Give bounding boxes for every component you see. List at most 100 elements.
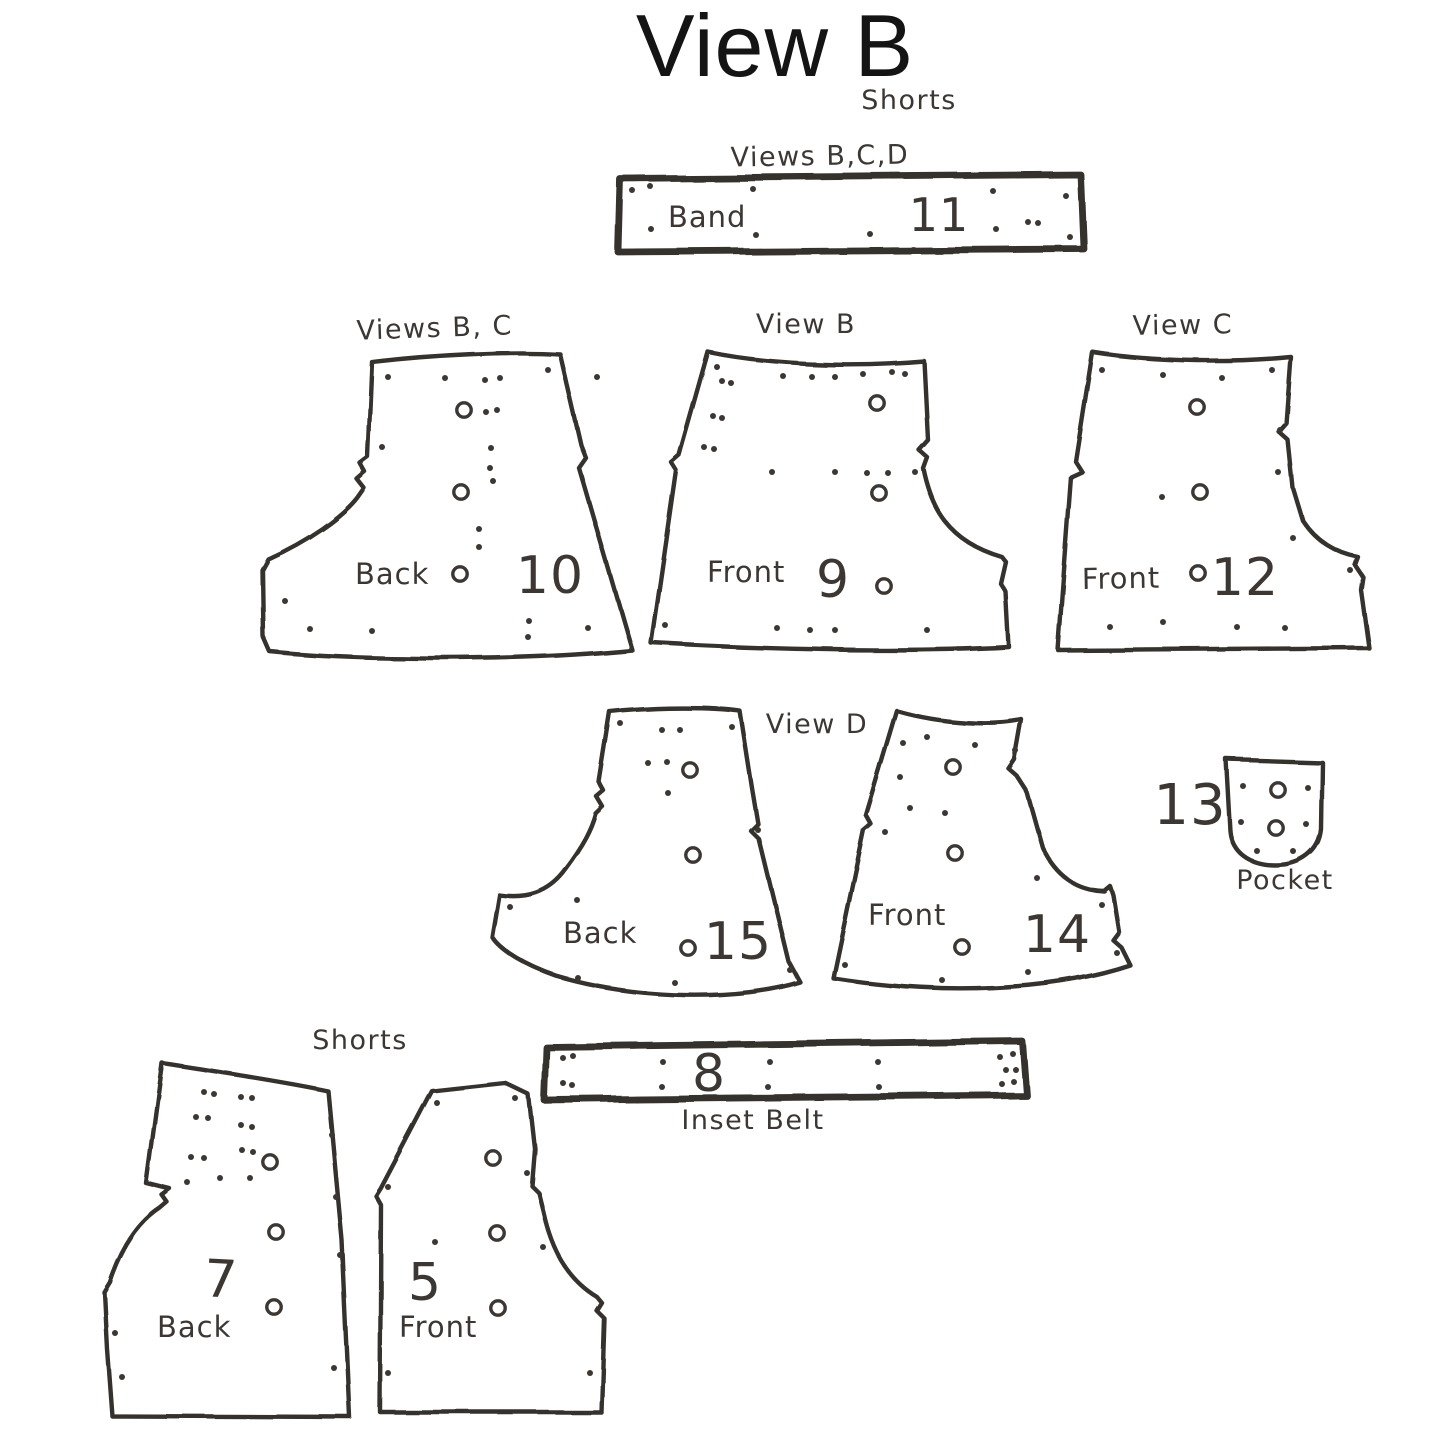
perforation-dot: [755, 827, 761, 833]
perforation-ring: [944, 758, 962, 776]
perforation-dot: [617, 720, 623, 726]
piece-band-11-outline: [614, 171, 1088, 256]
perforation-dot: [337, 1252, 343, 1258]
group-label-views-bcd: Views B,C,D: [730, 139, 909, 173]
perforation-dot: [1035, 220, 1041, 226]
perforation-dot: [647, 183, 653, 189]
perforation-dot: [112, 1330, 118, 1336]
piece-back-7-number: 7: [202, 1249, 239, 1311]
perforation-dot: [211, 1091, 217, 1097]
perforation-dot: [282, 598, 288, 604]
perforation-dot: [1114, 950, 1120, 956]
piece-band-11-label: Band: [668, 200, 746, 234]
perforation-dot: [807, 627, 813, 633]
perforation-dot: [201, 1155, 207, 1161]
perforation-dot: [750, 186, 756, 192]
perforation-dot: [867, 231, 873, 237]
perforation-dot: [1282, 625, 1288, 631]
perforation-ring: [484, 1149, 502, 1167]
perforation-dot: [476, 544, 482, 550]
perforation-dot: [1099, 367, 1105, 373]
piece-front-9-label: Front: [707, 555, 785, 589]
piece-front-14-perforations: [842, 734, 1120, 983]
perforation-dot: [594, 374, 600, 380]
perforation-dot: [832, 627, 838, 633]
perforation-dot: [432, 1239, 438, 1245]
piece-belt-8-label: Inset Belt: [681, 1105, 824, 1136]
perforation-dot: [902, 371, 908, 377]
perforation-dot: [494, 407, 500, 413]
piece-front-5-label: Front: [399, 1310, 477, 1344]
perforation-dot: [711, 446, 717, 452]
perforation-dot: [1234, 624, 1240, 630]
perforation-ring: [875, 577, 893, 595]
shorts-heading: Shorts: [861, 85, 957, 116]
piece-front-14-number: 14: [1023, 905, 1091, 965]
perforation-dot: [184, 1179, 190, 1185]
perforation-dot: [832, 469, 838, 475]
perforation-dot: [238, 1094, 244, 1100]
perforation-dot: [728, 380, 734, 386]
piece-back-10-label: Back: [355, 557, 429, 591]
perforation-ring: [488, 1224, 506, 1242]
perforation-dot: [664, 759, 670, 765]
perforation-dot: [442, 375, 448, 381]
perforation-ring: [489, 1299, 507, 1317]
perforation-dot: [672, 980, 678, 986]
perforation-dot: [912, 469, 918, 475]
perforation-dot: [512, 1095, 518, 1101]
perforation-dot: [1010, 1051, 1016, 1057]
piece-back-15-perforations: [507, 720, 793, 986]
perforation-dot: [524, 1170, 530, 1176]
piece-back-15-label: Back: [563, 916, 637, 950]
perforation-dot: [876, 1084, 882, 1090]
perforation-dot: [574, 897, 580, 903]
piece-front-9-outline: [648, 349, 1012, 653]
perforation-dot: [1067, 234, 1073, 240]
perforation-dot: [860, 371, 866, 377]
perforation-dot: [767, 1059, 773, 1065]
perforation-dot: [665, 790, 671, 796]
perforation-dot: [662, 622, 668, 628]
perforation-dot: [379, 444, 385, 450]
perforation-dot: [660, 1059, 666, 1065]
piece-front-12-outline: [1055, 349, 1372, 653]
perforation-dot: [569, 1082, 575, 1088]
perforation-dot: [889, 369, 895, 375]
perforation-dot: [942, 810, 948, 816]
piece-front-12-label: Front: [1082, 561, 1161, 596]
perforation-dot: [1107, 624, 1113, 630]
perforation-dot: [249, 1124, 255, 1130]
perforation-dot: [385, 374, 391, 380]
perforation-dot: [659, 727, 665, 733]
perforation-dot: [882, 829, 888, 835]
perforation-ring: [452, 483, 470, 501]
perforation-dot: [993, 226, 999, 232]
perforation-dot: [249, 1095, 255, 1101]
perforation-dot: [1011, 1079, 1017, 1085]
perforation-ring: [261, 1153, 279, 1171]
perforation-dot: [217, 1175, 223, 1181]
perforation-dot: [497, 375, 503, 381]
perforation-dot: [329, 1132, 335, 1138]
perforation-dot: [575, 975, 581, 981]
piece-pocket-13-perforations: [1238, 781, 1311, 854]
perforation-dot: [1025, 969, 1031, 975]
piece-front-14-label: Front: [868, 898, 946, 932]
perforation-dot: [1303, 821, 1309, 827]
perforation-ring: [1189, 564, 1207, 582]
piece-belt-8-number: 8: [692, 1044, 726, 1104]
perforation-dot: [238, 1122, 244, 1128]
group-label-view-c: View C: [1132, 309, 1233, 342]
perforation-dot: [507, 904, 513, 910]
piece-back-10-perforations: [282, 367, 600, 640]
perforation-dot: [385, 1370, 391, 1376]
perforation-dot: [587, 1370, 593, 1376]
perforation-ring: [681, 761, 699, 779]
perforation-dot: [714, 364, 720, 370]
perforation-ring: [1267, 819, 1285, 837]
perforation-ring: [1191, 483, 1209, 501]
perforation-dot: [701, 444, 707, 450]
piece-front-14-outline: [830, 708, 1133, 991]
